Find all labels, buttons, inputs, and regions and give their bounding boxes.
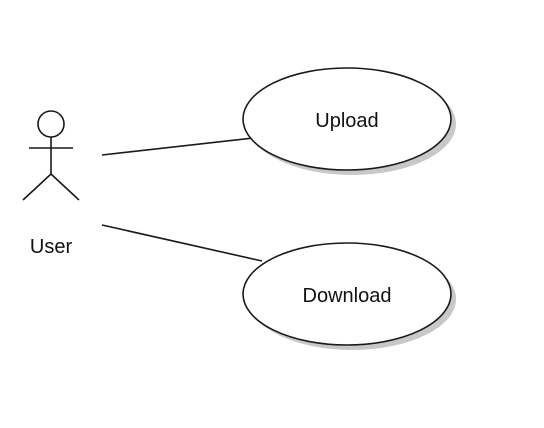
use-case-download-label: Download [303, 285, 392, 307]
use-case-download-shape [242, 242, 452, 346]
actor-left-leg [22, 173, 52, 201]
use-case-upload[interactable]: Upload [242, 67, 456, 175]
association-user-download [101, 224, 263, 262]
actor-label: User [30, 236, 73, 258]
association-user-upload [101, 136, 263, 156]
actor-head [37, 110, 65, 138]
use-case-download[interactable]: Download [242, 242, 456, 350]
actor-right-leg [50, 173, 80, 201]
use-case-upload-shape [242, 67, 452, 171]
use-case-upload-label: Upload [315, 110, 378, 132]
actor-user[interactable]: User [22, 110, 80, 258]
